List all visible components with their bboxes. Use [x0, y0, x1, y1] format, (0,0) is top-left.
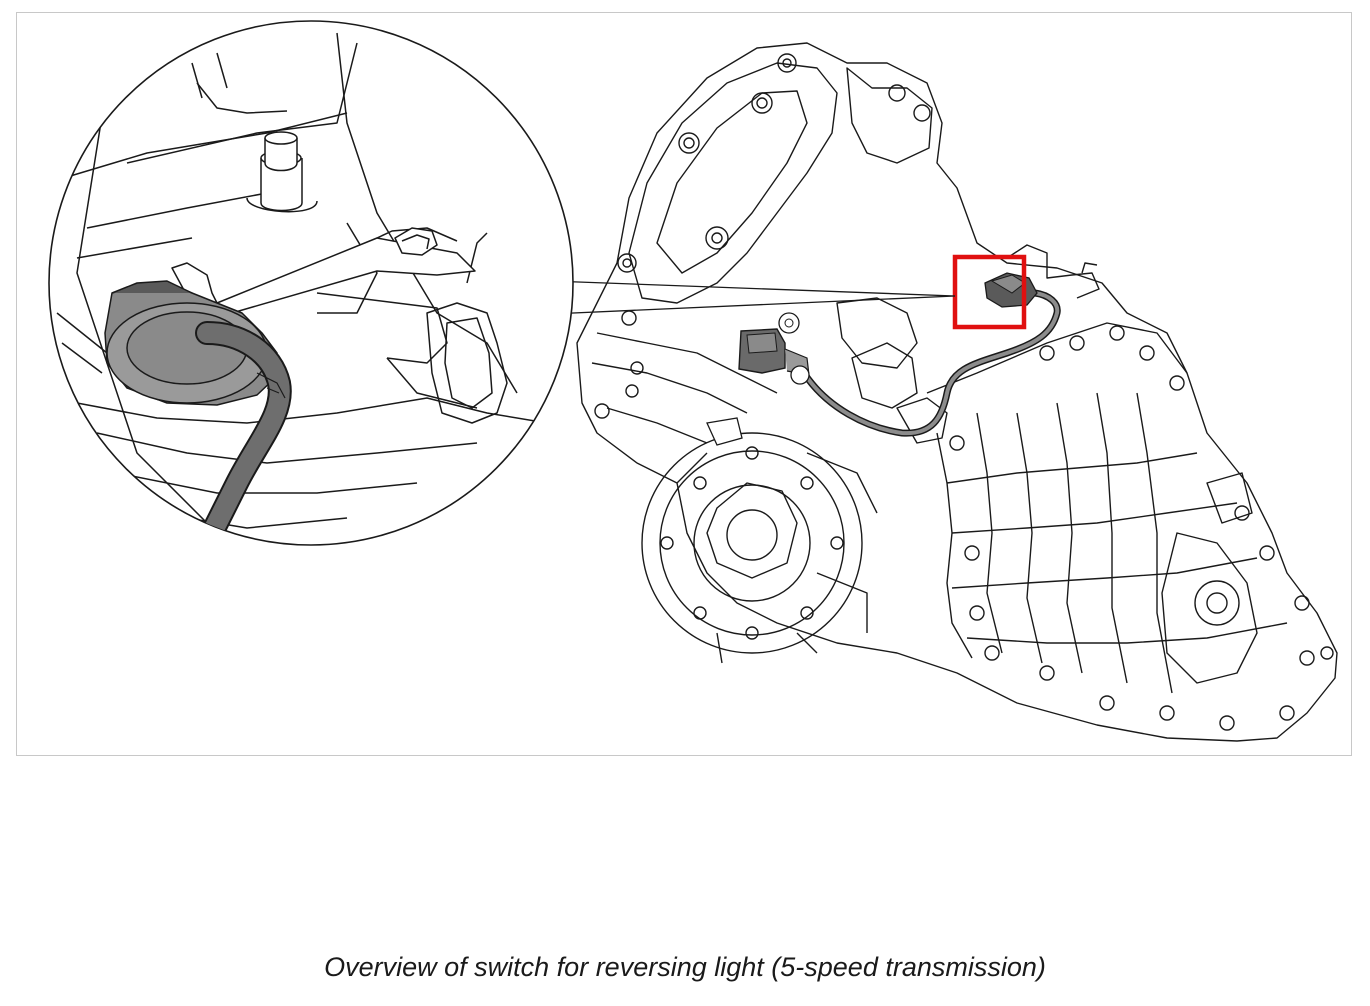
figure-frame [16, 12, 1352, 756]
reversing-light-switch [984, 272, 1038, 308]
connector-plug [706, 312, 810, 446]
highlight-box [952, 254, 1027, 330]
transmission-illustration [48, 20, 1338, 742]
figure-caption: Overview of switch for reversing light (… [324, 952, 1046, 982]
magnifier-leader-lines [550, 280, 956, 315]
detail-magnifier [48, 20, 574, 546]
transmission-housing [576, 42, 1338, 742]
wiring-harness [800, 289, 1061, 437]
